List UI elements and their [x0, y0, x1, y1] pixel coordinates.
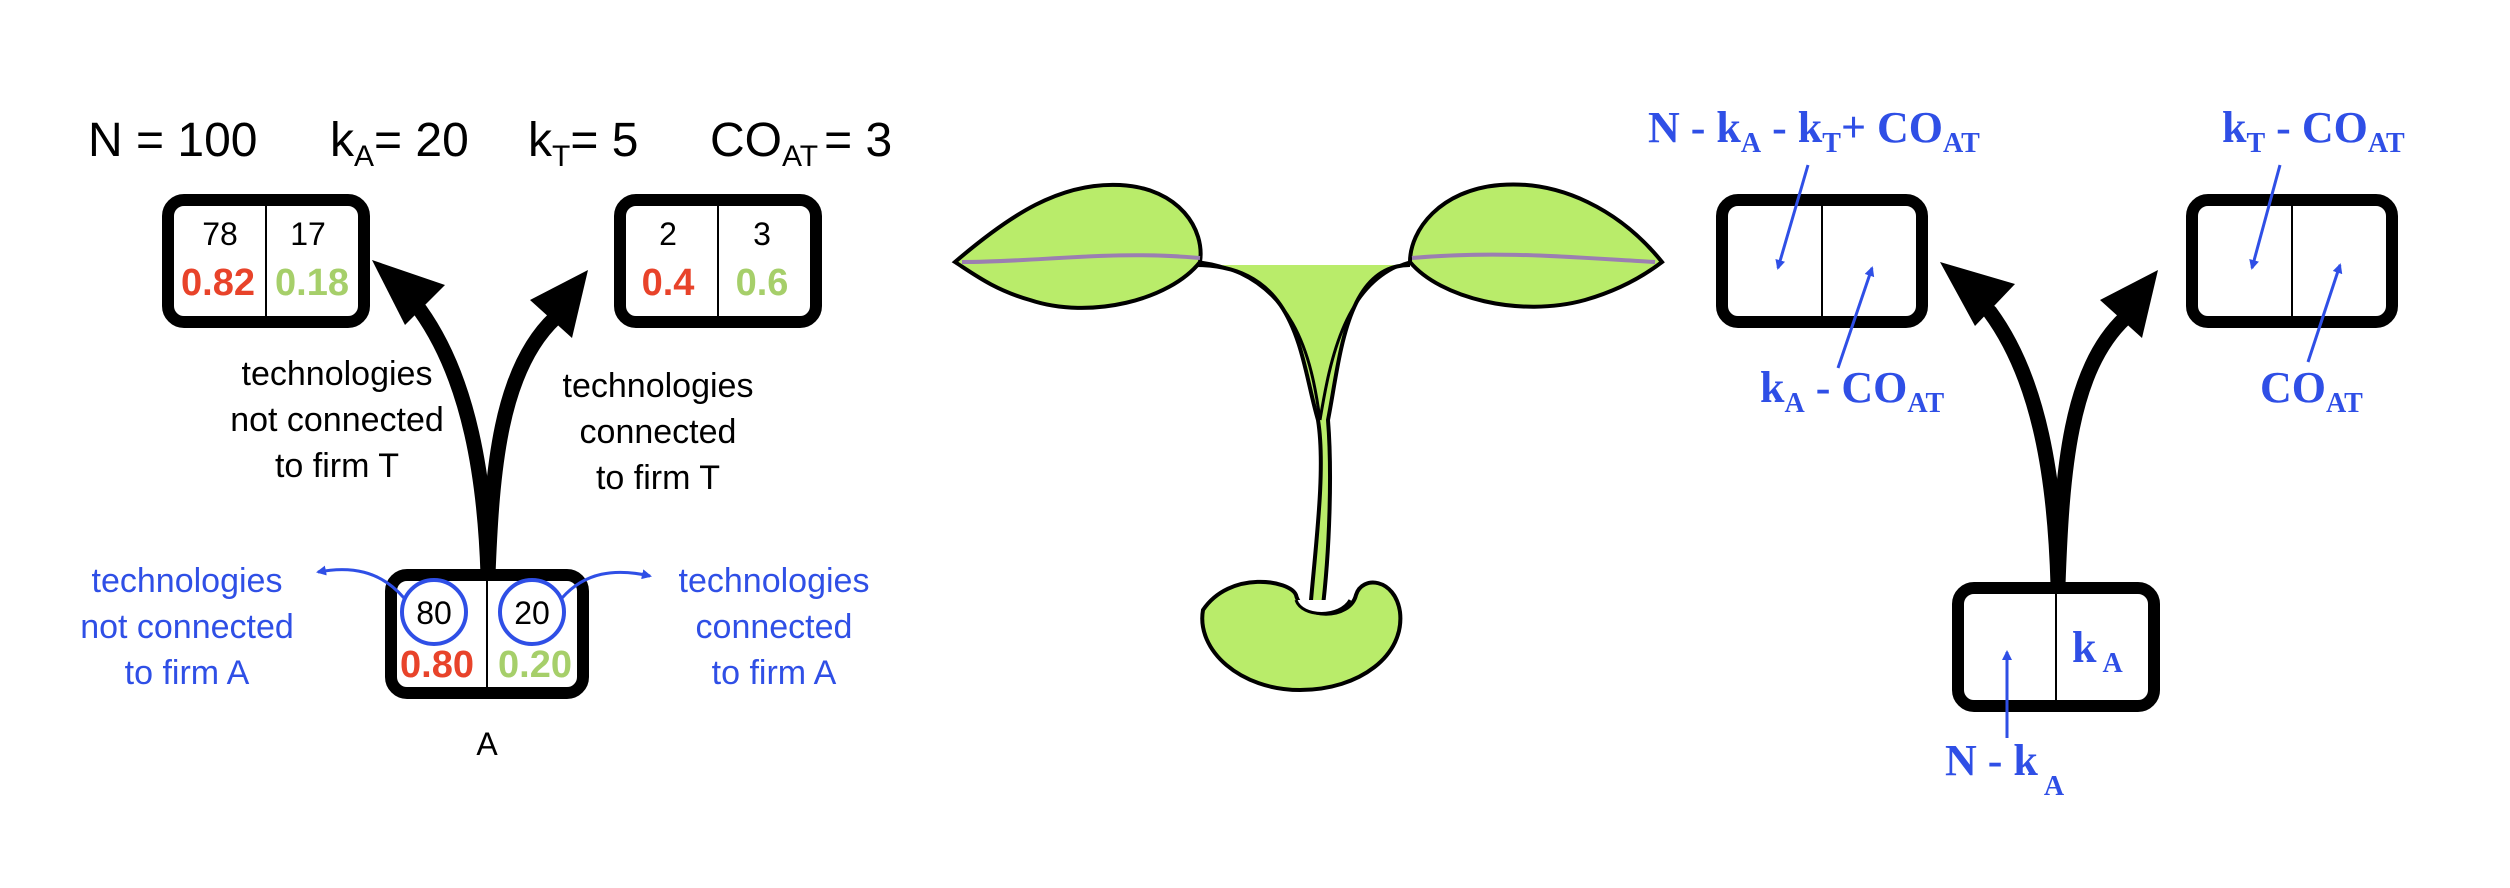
share-connected-A: 0.6 [736, 262, 789, 304]
right-stem-arrow-shaft [2050, 310, 2133, 593]
parent-box-A: 80 20 0.80 0.20 [385, 569, 589, 699]
formula-child2-top: kT - COAT [2222, 103, 2405, 159]
share-connected-A: 0.18 [275, 262, 349, 304]
count-not-connected-A: 78 [202, 216, 238, 252]
svg-text:to firm A: to firm A [125, 654, 250, 692]
pointer-arrow-icon [2249, 164, 2282, 270]
svg-text:technologies: technologies [679, 562, 870, 600]
right-stem-arrow-shaft [480, 310, 563, 583]
count-not-connected-A: 80 [416, 595, 452, 631]
pointer-arrow-icon [1775, 164, 1810, 270]
count-connected-A: 17 [290, 216, 326, 252]
left-stem-arrow-shaft [1982, 304, 2066, 593]
svg-text:connected: connected [696, 608, 853, 646]
label-not-connected-T: technologies not connected to firm T [230, 355, 444, 485]
share-not-connected-A: 0.82 [181, 262, 255, 304]
svg-text:technologies: technologies [563, 367, 754, 405]
formula-child1-bottom: kA - COAT [1760, 363, 1945, 419]
svg-text:technologies: technologies [92, 562, 283, 600]
left-branch-arrows [372, 260, 588, 583]
callout-arrow-right-icon [560, 569, 652, 599]
pointer-arrow-icon [1836, 266, 1875, 369]
param-coat: COAT= 3 [710, 114, 892, 173]
param-ka: kA= 20 [330, 114, 469, 173]
share-connected-A: 0.20 [498, 644, 572, 686]
label-not-connected-A: technologies not connected to firm A [80, 562, 294, 692]
right-arrowhead-icon [530, 270, 588, 338]
callout-arrow-left-icon [316, 565, 406, 599]
share-not-connected-A: 0.80 [400, 644, 474, 686]
child-box-not-connected-T: 78 17 0.82 0.18 [162, 194, 370, 328]
svg-text:technologies: technologies [242, 355, 433, 393]
parent-label-A: A [476, 726, 498, 762]
seedling-illustration [951, 182, 1665, 693]
svg-text:to firm T: to firm T [275, 447, 399, 485]
label-connected-A: technologies connected to firm A [679, 562, 870, 692]
highlight-circle-icon [400, 578, 468, 646]
right-leaf-icon [1407, 182, 1665, 309]
count-connected-A: 3 [753, 216, 771, 252]
param-n: N = 100 [88, 114, 257, 167]
count-not-connected-A: 2 [659, 216, 677, 252]
formula-child1-top: N - kA - kT+ COAT [1648, 103, 1980, 159]
parameter-line: N = 100 kA= 20 kT= 5 COAT= 3 [88, 114, 892, 173]
svg-text:to firm A: to firm A [712, 654, 837, 692]
pointer-arrow-icon [2306, 263, 2343, 363]
child-box-connected-T: 2 3 0.4 0.6 [614, 194, 822, 328]
svg-text:connected: connected [580, 413, 737, 451]
left-arrowhead-icon [372, 260, 445, 325]
formula-parent-box [1952, 582, 2160, 712]
label-connected-T: technologies connected to firm T [563, 367, 754, 497]
right-branch-arrows [1940, 262, 2158, 593]
formula-parent-left: N - kA [1945, 736, 2065, 802]
share-not-connected-A: 0.4 [642, 262, 695, 304]
param-ka-subscript: A [354, 140, 374, 173]
svg-text:not connected: not connected [230, 401, 444, 439]
left-leaf-icon [951, 182, 1203, 310]
count-connected-A: 20 [514, 595, 550, 631]
formula-child-box-2 [2186, 194, 2398, 328]
svg-text:to firm T: to firm T [596, 459, 720, 497]
right-arrowhead-icon [2100, 270, 2158, 338]
formula-pointer-arrows [1775, 164, 2343, 738]
highlight-circle-icon [498, 578, 566, 646]
svg-text:not connected: not connected [80, 608, 294, 646]
seed-icon [1200, 579, 1403, 693]
left-arrowhead-icon [1940, 262, 2015, 326]
left-stem-arrow-shaft [412, 302, 496, 583]
param-kt: kT= 5 [528, 114, 638, 173]
formula-child-box-1 [1716, 194, 1928, 328]
stem-icon [1194, 263, 1411, 616]
formula-child2-bottom: COAT [2260, 363, 2363, 419]
